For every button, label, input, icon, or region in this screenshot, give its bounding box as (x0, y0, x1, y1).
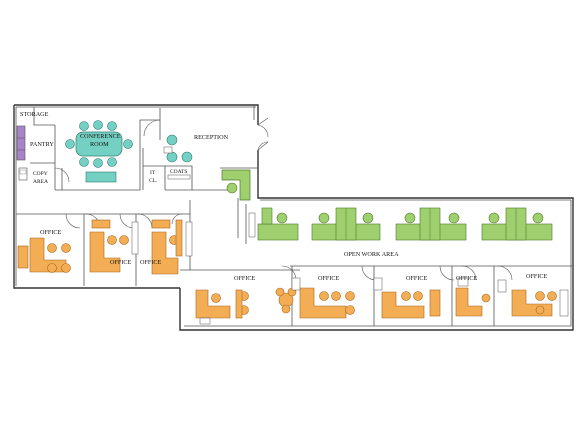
open-work-area-label: OPEN WORK AREA (344, 251, 399, 258)
office-chair (345, 291, 355, 301)
workstation-chair (276, 212, 288, 224)
office-furniture-upper (17, 219, 183, 275)
conference-chair (65, 139, 75, 149)
office-chair (345, 305, 355, 315)
room-labels: STORAGE PANTRY COPY AREA CONFERENCE ROOM… (20, 111, 548, 282)
office-chair (61, 263, 71, 273)
office-chair (319, 291, 329, 301)
conference-chair (107, 121, 117, 131)
office-chair (535, 305, 545, 315)
office-label: OFFICE (456, 275, 478, 282)
office-chair (535, 291, 545, 301)
conference-table (75, 131, 123, 157)
file-cabinets-lower (199, 277, 569, 325)
office-chair (61, 243, 71, 253)
office-desk (89, 231, 121, 273)
workstation-chair (362, 212, 374, 224)
reception-desk-chair (226, 182, 238, 194)
interior-walls (16, 107, 572, 326)
conference-room-label: CONFERENCE (80, 133, 121, 140)
office-label: OFFICE (110, 259, 132, 266)
conference-room-label-2: ROOM (90, 141, 109, 148)
office-label: OFFICE (406, 275, 428, 282)
pantry-area (16, 125, 28, 181)
office-label: OFFICE (140, 259, 162, 266)
workstation-chair (448, 212, 460, 224)
conference-chair (79, 157, 89, 167)
conference-room (65, 120, 133, 183)
office-chair (47, 263, 57, 273)
office-desk (151, 231, 179, 275)
conference-chair (93, 120, 103, 130)
coats-rack (167, 174, 191, 180)
reception-side-table (163, 146, 173, 154)
office-label: OFFICE (526, 273, 548, 280)
office-chair (47, 243, 57, 253)
conference-chair (123, 139, 133, 149)
office-desk (29, 237, 67, 273)
reception-desk (221, 169, 251, 201)
conference-chair (107, 157, 117, 167)
office-chair (211, 293, 221, 303)
office-label: OFFICE (40, 229, 62, 236)
office-desk (455, 287, 483, 317)
office-chair (401, 291, 411, 301)
copy-area-label: COPY (33, 171, 48, 177)
file-cabinets-upper (131, 221, 193, 257)
copy-area-label-2: AREA (33, 179, 48, 185)
workstation (257, 223, 299, 241)
office-label: OFFICE (234, 275, 256, 282)
office-chair (547, 291, 557, 301)
office-chair (331, 291, 341, 301)
workstation-chair (404, 212, 416, 224)
reception-chair (166, 134, 178, 146)
office-chair (275, 287, 285, 297)
storage-label: STORAGE (20, 111, 49, 118)
conference-chair (79, 121, 89, 131)
pantry-label: PANTRY (30, 141, 54, 148)
office-desk (299, 287, 347, 319)
office-chair (281, 304, 291, 314)
open-work-area (248, 207, 553, 241)
office-furniture-lower (195, 287, 557, 319)
storage-cabinet (16, 125, 26, 161)
conference-chair (93, 158, 103, 168)
office-chair (119, 235, 129, 245)
office-desk (381, 291, 425, 319)
workstation-chair (532, 212, 544, 224)
office-desk (195, 289, 231, 319)
it-closet-label: IT (150, 170, 156, 176)
office-label: OFFICE (318, 275, 340, 282)
office-chair (413, 291, 423, 301)
office-chair (481, 293, 491, 303)
credenza (85, 171, 117, 183)
workstation-chair (488, 212, 500, 224)
office-desk (511, 289, 553, 317)
reception-area (163, 134, 251, 201)
workstation-chair (318, 212, 330, 224)
exterior-walls (13, 104, 574, 331)
reception-chair (181, 151, 193, 163)
reception-label: RECEPTION (194, 134, 229, 141)
coats-label: COATS (170, 169, 187, 175)
it-closet-label-2: CL. (149, 178, 158, 184)
office-chair (107, 235, 117, 245)
reception-chair (166, 151, 178, 163)
